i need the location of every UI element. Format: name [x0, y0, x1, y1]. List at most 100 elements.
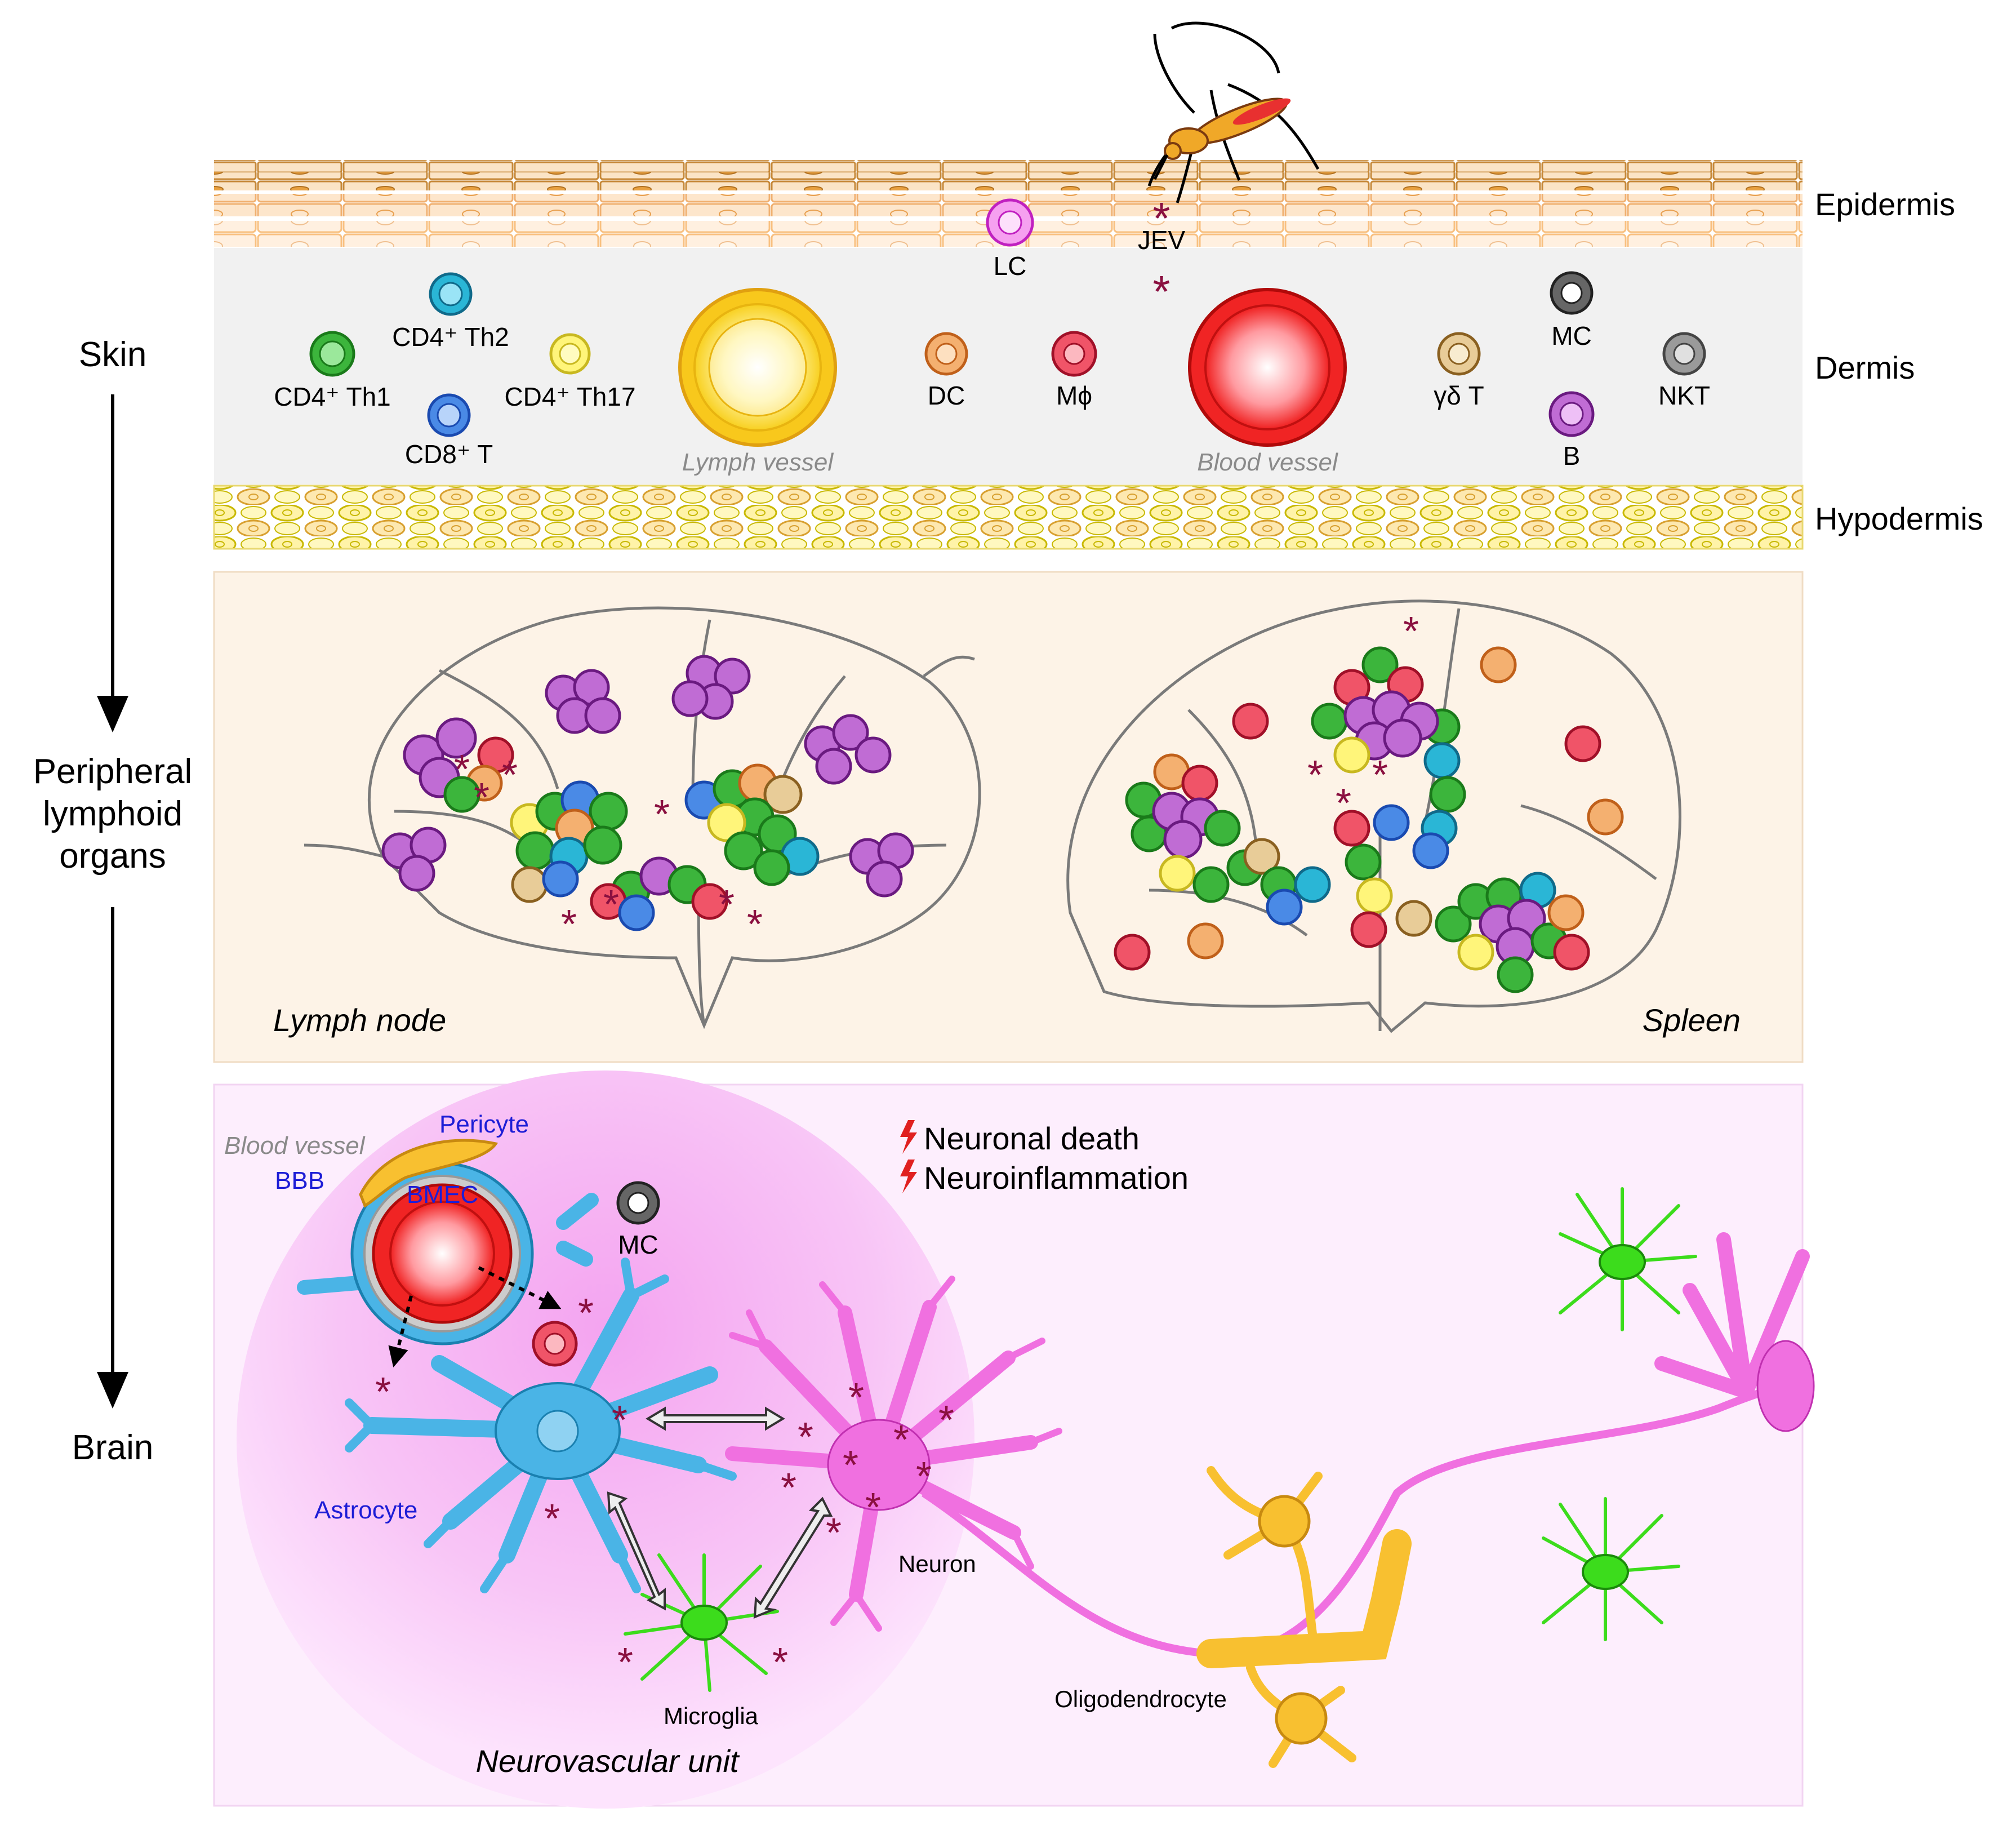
- microglia-label: Microglia: [664, 1703, 759, 1729]
- th2-cell: [429, 272, 473, 316]
- pericyte-shape: [359, 1139, 499, 1208]
- b-cell: [1548, 391, 1595, 437]
- macrophage-label: Mϕ: [1056, 381, 1092, 410]
- cd8-cell: [427, 393, 471, 437]
- brain-macrophage: [532, 1321, 578, 1367]
- jev-virus-icon: *: [938, 1398, 954, 1443]
- lightning-icon: [900, 1120, 917, 1154]
- neuronal-death-legend: Neuronal death: [924, 1121, 1140, 1156]
- blood-vessel-label: Blood vessel: [1197, 448, 1338, 476]
- jev-virus-icon: *: [1152, 193, 1170, 243]
- lc-label: LC: [994, 251, 1027, 281]
- th2-label: CD4⁺ Th2: [392, 322, 509, 352]
- nkt-label: NKT: [1658, 381, 1710, 410]
- jev-virus-icon: *: [865, 1485, 881, 1530]
- jev-virus-icon: *: [1307, 753, 1323, 798]
- lymph-vessel: [678, 288, 837, 447]
- jev-virus-icon: *: [781, 1465, 796, 1511]
- microglia-cell: [624, 1187, 1697, 1692]
- bmec-label: BMEC: [407, 1181, 478, 1209]
- stage-skin-label: Skin: [79, 335, 147, 374]
- jev-virus-icon: *: [1152, 266, 1170, 317]
- b-label: B: [1563, 441, 1581, 470]
- th1-cell: [309, 331, 355, 377]
- blood-vessel: [1188, 288, 1347, 447]
- lymph-node-label: Lymph node: [273, 1002, 446, 1038]
- epidermis-layer-2: [214, 172, 1803, 190]
- jev-virus-icon: *: [1336, 781, 1351, 826]
- jev-virus-icon: *: [474, 775, 489, 820]
- oligodendrocyte-cell: [1196, 1466, 1412, 1768]
- brain-mc-cell: [616, 1181, 660, 1225]
- spleen-jev-particles: * * * *: [1307, 609, 1419, 826]
- jev-virus-icon: *: [578, 1291, 594, 1336]
- bbb-label: BBB: [275, 1167, 324, 1194]
- lymph-vessel-label: Lymph vessel: [682, 448, 834, 476]
- jev-virus-icon: *: [1372, 753, 1388, 798]
- jev-virus-icon: *: [719, 882, 735, 927]
- jev-virus-icon: *: [612, 1398, 628, 1443]
- jev-virus-icon: *: [848, 1375, 864, 1420]
- jev-virus-icon: *: [654, 792, 670, 837]
- neuron-axon: [922, 1376, 1804, 1658]
- lightning-icon: [900, 1160, 917, 1193]
- jev-virus-icon: *: [502, 753, 518, 798]
- neuron-label: Neuron: [898, 1551, 976, 1577]
- bbb-blood-vessel: [297, 1139, 599, 1345]
- epidermis-label: Epidermis: [1815, 186, 1955, 222]
- jev-virus-icon: *: [798, 1415, 813, 1460]
- leukocyte-migration-arrow: [478, 1266, 562, 1309]
- dc-label: DC: [928, 381, 965, 410]
- lymphoid-panel-bg: [213, 571, 1804, 1063]
- pericyte-label: Pericyte: [439, 1110, 529, 1138]
- oligodendrocyte-label: Oligodendrocyte: [1054, 1686, 1227, 1712]
- stage-labels: Skin Peripheral lymphoid organs Brain: [33, 335, 193, 1467]
- th1-label: CD4⁺ Th1: [274, 382, 391, 411]
- brain-blood-vessel-label: Blood vessel: [224, 1132, 366, 1160]
- neuroinflammation-legend: Neuroinflammation: [924, 1160, 1189, 1196]
- jev-virus-icon: *: [561, 902, 577, 947]
- astrocyte-label: Astrocyte: [314, 1496, 417, 1524]
- jev-virus-icon: *: [772, 1640, 788, 1685]
- spleen-label: Spleen: [1643, 1002, 1741, 1038]
- astrocyte-cell: [345, 1258, 737, 1593]
- mosquito-icon: [1147, 21, 1320, 203]
- nkt-cell: [1662, 332, 1706, 376]
- mc-cell: [1550, 271, 1594, 315]
- jev-virus-icon: *: [893, 1418, 909, 1463]
- epidermis-layer-1: [214, 160, 1803, 172]
- lymphoid-panel: * * * * * * * * Lymph node: [213, 571, 1804, 1063]
- arrow-down-icon: [97, 696, 128, 732]
- jev-virus-icon: *: [375, 1370, 391, 1415]
- hypodermis-label: Hypodermis: [1815, 501, 1983, 536]
- brain-panel: Blood vessel BBB Pericyte BMEC MC Neuron…: [213, 1070, 1815, 1809]
- th17-cell: [549, 333, 591, 375]
- jev-label: JEV: [1138, 225, 1186, 255]
- arrow-down-icon: [97, 1372, 128, 1409]
- dermis-layer: [214, 248, 1803, 485]
- skin-panel: Epidermis Dermis Hypodermis CD4⁺ Th1: [213, 21, 1983, 550]
- dermis-label: Dermis: [1815, 350, 1915, 385]
- hypodermis-layer: [213, 485, 1804, 550]
- jev-virus-icon: *: [747, 902, 763, 947]
- brain-mc-label: MC: [618, 1230, 658, 1259]
- jev-virus-icon: *: [843, 1443, 858, 1488]
- stage-lymphoid-label-1: Peripheral: [33, 752, 193, 791]
- brain-jev-particles: * * * * * * * * * * * * * * *: [375, 1291, 954, 1685]
- jev-virus-icon: *: [617, 1640, 633, 1685]
- cd8-label: CD8⁺ T: [405, 439, 493, 469]
- lymph-node-t-zone: [443, 736, 820, 931]
- jev-virus-icon: *: [826, 1511, 842, 1556]
- gd-t-label: γδ T: [1434, 381, 1484, 410]
- jev-virus-icon: *: [544, 1496, 560, 1542]
- dc-cell: [924, 332, 968, 376]
- th17-label: CD4⁺ Th17: [504, 382, 635, 411]
- spleen-white-pulp: [1114, 646, 1624, 993]
- leukocyte-migration-arrow: [388, 1295, 413, 1367]
- lymph-node-jev-particles: * * * * * * * *: [454, 747, 763, 947]
- cell-interaction-arrows: [607, 1406, 833, 1619]
- stage-lymphoid-label-2: lymphoid: [43, 794, 183, 833]
- stage-brain-label: Brain: [72, 1428, 154, 1467]
- macrophage-cell: [1051, 331, 1097, 377]
